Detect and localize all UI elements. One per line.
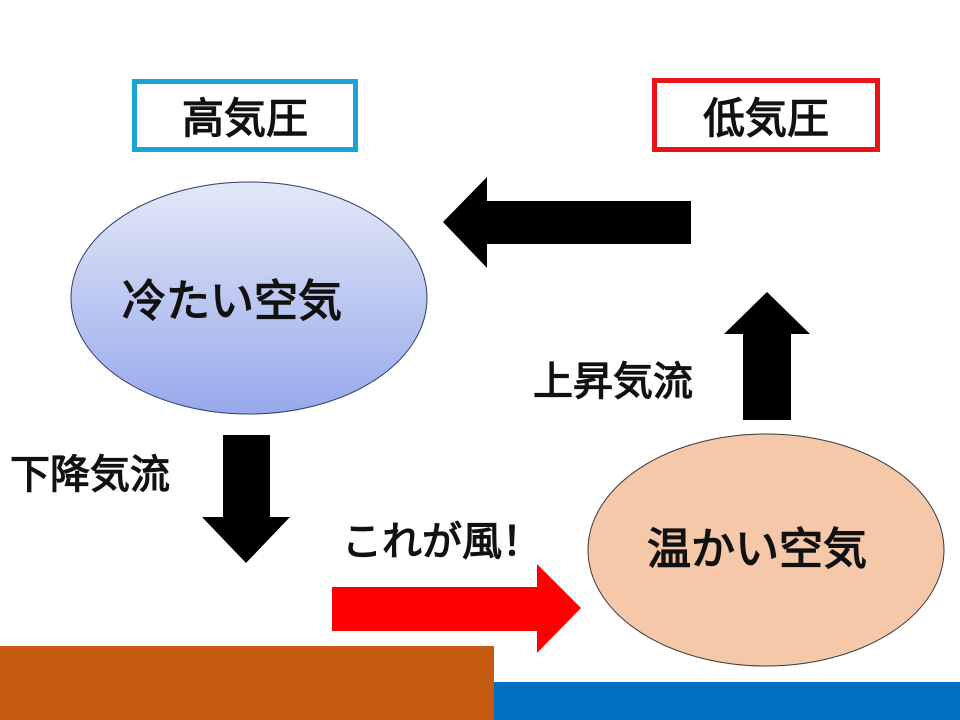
land-ground [0,646,494,720]
wind-label: これが風！ [342,519,542,565]
wind-arrow [332,564,581,653]
left-arrow [443,177,691,268]
up-arrow [724,292,810,420]
warm-air-label: 温かい空気 [647,524,867,575]
down-arrow [202,435,290,563]
sea-ground [494,682,960,720]
cold-air-ellipse [70,181,428,415]
low-pressure-label: 低気圧 [702,93,829,143]
descending-airflow-label: 下降気流 [10,452,170,498]
ascending-airflow-label: 上昇気流 [533,359,693,405]
cold-air-label: 冷たい空気 [122,276,342,327]
low-pressure-box: 低気圧 [652,78,880,152]
high-pressure-box: 高気圧 [132,79,358,152]
high-pressure-label: 高気圧 [181,94,308,143]
warm-air-ellipse [587,433,945,667]
